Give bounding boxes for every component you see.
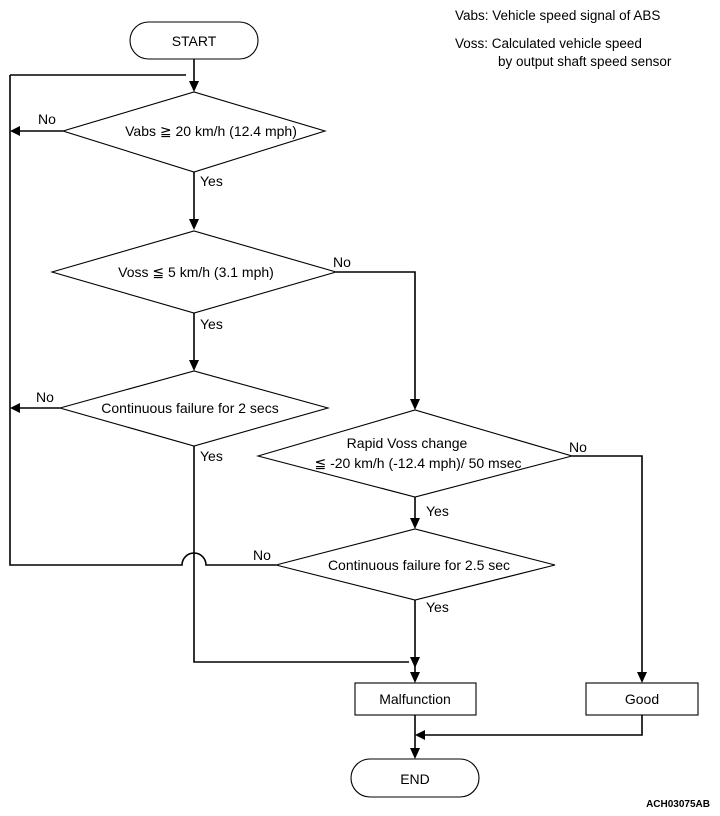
vabs-decision-label: Vabs ≧ 20 km/h (12.4 mph)	[125, 123, 297, 139]
voss-decision-label: Voss ≦ 5 km/h (3.1 mph)	[118, 264, 274, 280]
legend-vabs: Vabs: Vehicle speed signal of ABS	[455, 8, 660, 23]
legend: Vabs: Vehicle speed signal of ABS Voss: …	[455, 8, 672, 69]
connector-voss-no	[336, 271, 416, 405]
rapid-decision	[255, 409, 575, 498]
arrowhead-good-merge	[415, 730, 425, 740]
malfunction-box	[354, 682, 477, 716]
figure-id: ACH03075AB	[646, 799, 710, 810]
rapid-decision-label-1: Rapid Voss change	[347, 435, 468, 451]
rapid-yes-label: Yes	[426, 503, 449, 519]
voss-yes-label: Yes	[200, 316, 223, 332]
cont25-decision-label: Continuous failure for 2.5 sec	[328, 557, 510, 573]
cont2-yes-label: Yes	[200, 448, 223, 464]
arrowhead-cont2-yes	[410, 657, 420, 668]
arrowheads	[10, 81, 647, 759]
start-label: START	[172, 33, 217, 49]
cont25-yes-label: Yes	[426, 599, 449, 615]
connectors	[9, 59, 643, 754]
arrowhead-end	[410, 748, 420, 759]
good-label: Good	[625, 691, 659, 707]
end-label: END	[400, 771, 430, 787]
arrowhead-good	[637, 672, 647, 683]
arrowhead-vabs-no	[10, 126, 20, 136]
arrowhead-voss-no	[410, 399, 420, 410]
cont2-decision-label: Continuous failure for 2 secs	[101, 400, 278, 416]
cont25-no-label: No	[253, 547, 271, 563]
arrowhead-vabs-yes	[189, 219, 199, 230]
cont25-decision	[275, 528, 556, 601]
good-box	[585, 682, 699, 716]
connector-good-to-end	[422, 715, 643, 736]
vabs-no-label: No	[38, 111, 56, 127]
start-terminal	[129, 21, 259, 60]
connector-loop-return	[9, 75, 276, 566]
malfunction-label: Malfunction	[379, 691, 451, 707]
connector-rapid-no	[572, 455, 643, 676]
vabs-decision	[61, 91, 327, 173]
end-terminal	[350, 758, 480, 798]
cont2-no-label: No	[36, 389, 54, 405]
arrowhead-cont2-no	[10, 403, 20, 413]
legend-voss-2: by output shaft speed sensor	[498, 54, 672, 69]
rapid-decision-label-2: ≦ -20 km/h (-12.4 mph)/ 50 msec	[314, 455, 521, 471]
rapid-no-label: No	[569, 439, 587, 455]
arrowhead-voss-yes	[189, 360, 199, 371]
legend-voss-1: Voss: Calculated vehicle speed	[455, 36, 642, 51]
arrowhead-malfunction	[410, 672, 420, 683]
voss-decision	[50, 230, 338, 314]
cont2-decision	[57, 370, 331, 447]
connector-cont2-yes	[193, 446, 409, 663]
arrowhead-start	[189, 81, 199, 92]
voss-no-label: No	[333, 254, 351, 270]
arrowhead-rapid-yes	[410, 518, 420, 529]
vabs-yes-label: Yes	[200, 173, 223, 189]
